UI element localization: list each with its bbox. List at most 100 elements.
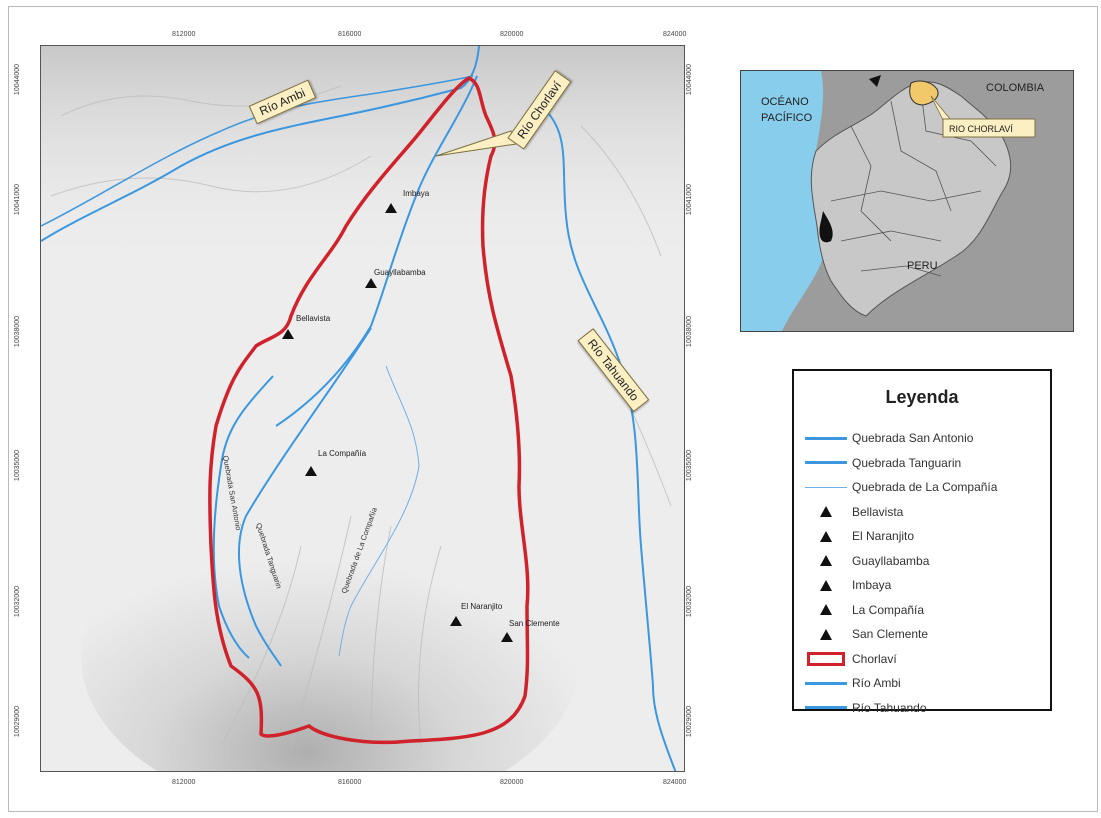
legend-title: Leyenda [885,387,959,407]
inset-coast-dark-north [869,75,881,87]
legend-item: Quebrada San Antonio [804,426,1044,451]
svg-text:San Clemente: San Clemente [509,619,560,628]
triangle-marker [501,632,513,642]
quebrada-tanguarin [237,327,372,667]
legend-item: Bellavista [804,500,1044,525]
legend-item-label: La Compañía [852,602,925,617]
legend-item-label: Quebrada Tanguarin [852,455,962,470]
legend-item-label: Imbaya [852,578,892,593]
line-symbol-icon [804,699,848,717]
legend-item: Chorlaví [804,647,1044,672]
rio-ambi [41,46,480,242]
place-san-clemente: San Clemente [501,619,560,642]
svg-text:Guayllabamba: Guayllabamba [374,268,426,277]
inset-label-colombia: COLOMBIA [986,82,1045,94]
legend-item-label: Chorlaví [852,651,897,666]
x-tick-top: 816000 [338,31,362,38]
y-tick-right: 10038000 [686,315,694,348]
y-tick-left: 10035000 [14,449,22,482]
triangle-marker [282,329,294,339]
legend-item-label: Guayllabamba [852,553,930,568]
triangle-icon [804,527,848,545]
line-symbol-icon [804,429,848,447]
inset-label-ocean-2: PACÍFICO [761,111,813,124]
legend-item-label: Río Ambi [852,676,901,691]
chorlavi-basin-boundary [208,75,530,745]
main-map[interactable]: Quebrada San Antonio Quebrada Tanguarin … [40,45,685,772]
legend-item: El Naranjito [804,524,1044,549]
quebrada-la-compania [338,365,420,657]
y-tick-right: 10032000 [686,585,694,618]
legend-item: La Compañía [804,598,1044,623]
place-imbaya: Imbaya [385,189,430,213]
inset-label-peru: PERU [907,260,938,272]
y-tick-left: 10029000 [14,705,22,738]
inset-canvas: RIO CHORLAVÍ OCÉANO PACÍFICO COLOMBIA PE… [761,71,1073,331]
x-tick-bottom: 820000 [500,779,524,786]
y-tick-left: 10041000 [14,183,22,216]
place-el-naranjito: El Naranjito [450,602,503,626]
figure-frame [8,6,1098,812]
rio-tahuando [540,105,677,771]
triangle-marker [450,616,462,626]
triangle-icon [804,552,848,570]
legend-item-label: El Naranjito [852,529,915,544]
place-la-compania: La Compañía [305,449,367,476]
location-inset-map[interactable]: RIO CHORLAVÍ OCÉANO PACÍFICO COLOMBIA PE… [740,70,1074,332]
y-tick-left: 10032000 [14,585,22,618]
legend-item: Quebrada de La Compañía [804,475,1044,500]
svg-text:La Compañía: La Compañía [318,449,367,458]
y-tick-right: 10035000 [686,449,694,482]
map-canvas: Quebrada San Antonio Quebrada Tanguarin … [41,46,684,771]
thin-line-symbol-icon [804,478,848,496]
svg-text:Bellavista: Bellavista [296,314,331,323]
x-tick-top: 824000 [663,31,687,38]
triangle-marker [365,278,377,288]
line-symbol-icon [804,454,848,472]
y-tick-right: 10044000 [686,63,694,96]
legend-item-label: Quebrada San Antonio [852,431,974,446]
triangle-icon [804,503,848,521]
legend-panel: Leyenda Quebrada San Antonio Quebrada Ta… [792,369,1052,715]
legend-item: Imbaya [804,573,1044,598]
inset-label-ocean-1: OCÉANO [761,95,809,108]
triangle-icon [804,601,848,619]
quebrada-san-antonio [212,375,274,659]
legend-item-label: Bellavista [852,504,904,519]
svg-text:Imbaya: Imbaya [403,189,430,198]
triangle-icon [804,576,848,594]
x-tick-top: 812000 [172,31,196,38]
inset-ecuador [810,81,1012,317]
triangle-marker [305,466,317,476]
legend-item: Quebrada Tanguarin [804,451,1044,476]
legend-item: Río Tahuando [804,696,1044,721]
relief-volcano-shade [81,496,581,771]
boundary-box-icon [804,650,848,668]
x-tick-bottom: 816000 [338,779,362,786]
legend-item: Río Ambi [804,671,1044,696]
inset-callout-box [942,118,1036,138]
place-bellavista: Bellavista [282,314,331,339]
svg-text:El Naranjito: El Naranjito [461,602,503,611]
legend-item-label: San Clemente [852,627,929,642]
triangle-icon [804,625,848,643]
place-guayllabamba: Guayllabamba [365,268,426,288]
legend-items: Quebrada San Antonio Quebrada Tanguarin … [804,426,1044,720]
line-symbol-icon [804,674,848,692]
x-tick-bottom: 824000 [663,779,687,786]
legend-item-label: Quebrada de La Compañía [852,480,998,495]
inset-chorlavi-basin [909,80,939,106]
inset-callout-text: RIO CHORLAVÍ [949,124,1013,134]
x-tick-top: 820000 [500,31,524,38]
y-tick-right: 10041000 [686,183,694,216]
inset-coast-dark [819,211,833,243]
legend-item: San Clemente [804,622,1044,647]
rio-chorlavi [275,75,478,427]
legend-item: Guayllabamba [804,549,1044,574]
x-tick-bottom: 812000 [172,779,196,786]
y-tick-left: 10044000 [14,63,22,96]
y-tick-left: 10038000 [14,315,22,348]
triangle-marker [385,203,397,213]
y-tick-right: 10029000 [686,705,694,738]
legend-item-label: Río Tahuando [852,700,927,715]
